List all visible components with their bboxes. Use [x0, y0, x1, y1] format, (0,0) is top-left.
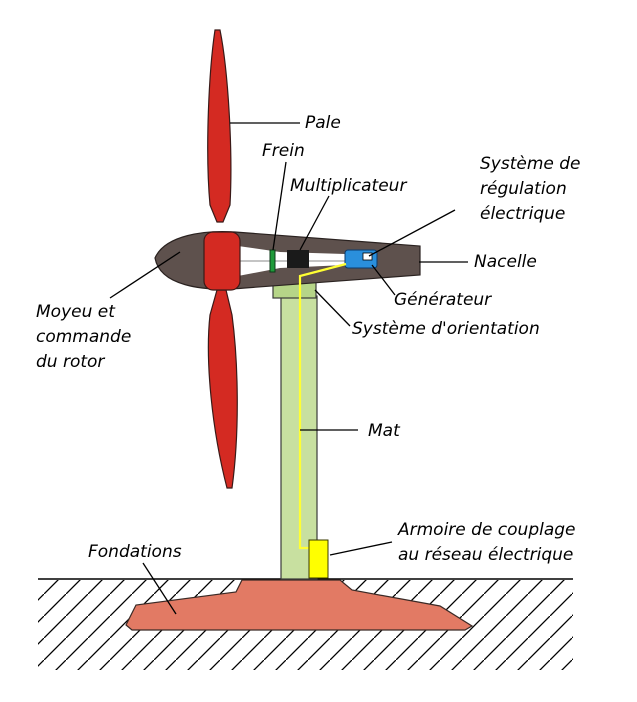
label-nacelle: Nacelle [474, 252, 537, 272]
label-pale: Pale [305, 113, 341, 133]
regulation-unit [362, 252, 373, 261]
blade-top [207, 29, 232, 223]
label-regulation-1: Système de [480, 154, 581, 174]
grid-coupling-cabinet [308, 539, 329, 579]
label-generateur: Générateur [394, 290, 492, 310]
label-moyeu-2: commande [36, 327, 131, 347]
gearbox [287, 250, 309, 268]
label-armoire-1: Armoire de couplage [397, 520, 576, 540]
label-regulation-2: régulation [480, 179, 567, 199]
label-mat: Mat [368, 421, 401, 441]
label-moyeu-1: Moyeu et [36, 302, 116, 322]
label-regulation-3: électrique [480, 204, 565, 224]
label-armoire-2: au réseau électrique [398, 545, 573, 565]
labels: Pale Frein Multiplicateur Système de rég… [36, 113, 581, 565]
foundation [125, 579, 474, 631]
label-multiplicateur: Multiplicateur [290, 176, 407, 196]
label-fondations: Fondations [88, 542, 182, 562]
blade-bottom [207, 289, 238, 489]
label-frein: Frein [262, 141, 305, 161]
brake [269, 249, 276, 273]
cable [298, 262, 347, 550]
leader-lines [109, 122, 468, 615]
label-moyeu-3: du rotor [36, 352, 105, 372]
rotor-hub [203, 231, 241, 291]
label-systeme-orientation: Système d'orientation [352, 319, 540, 339]
